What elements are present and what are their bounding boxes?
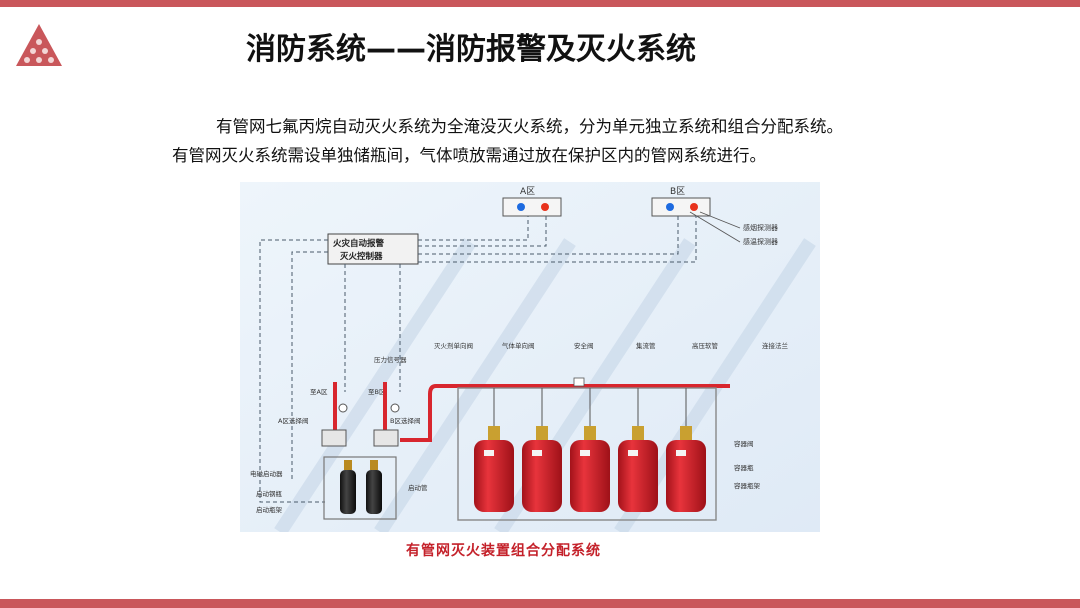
diagram-caption: 有管网灭火装置组合分配系统: [406, 543, 601, 559]
top-label-1: 气体单向阀: [502, 341, 535, 350]
starter-rack: [323, 456, 397, 520]
paragraph-line-1: 有管网七氟丙烷自动灭火系统为全淹没灭火系统，分为单元独立系统和组合分配系统。: [216, 117, 843, 136]
left-label-2: 启动瓶架: [256, 505, 283, 514]
valve-b-label: B区选择阀: [390, 416, 420, 425]
zone-a-label: A区: [520, 186, 535, 197]
red-detector-dot-icon: [690, 203, 698, 211]
right-label-0: 容器阀: [734, 439, 754, 448]
top-label-5: 连接法兰: [762, 341, 789, 350]
left-label-1: 启动钢瓶: [256, 489, 283, 498]
to-a-label: 至A区: [310, 388, 328, 396]
temp-detector-label: 感温探测器: [743, 237, 778, 246]
valve-a-label: A区选择阀: [278, 416, 308, 425]
top-label-4: 高压软管: [692, 341, 719, 350]
zone-b-box: [651, 197, 711, 217]
pressure-signal-label: 压力信号器: [374, 355, 407, 364]
right-label-1: 容器瓶: [734, 463, 754, 472]
red-cylinder: [666, 440, 706, 512]
top-label-2: 安全阀: [574, 341, 594, 350]
starter-bottle: [366, 470, 382, 514]
signal-lines: [259, 216, 697, 503]
red-cylinder: [618, 440, 658, 512]
controller-label-line1: 火灾自动报警: [333, 238, 385, 249]
right-label-2: 容器瓶架: [734, 481, 761, 490]
red-cylinder: [570, 440, 610, 512]
to-b-label: 至B区: [368, 388, 386, 396]
smoke-detector-label: 感烟探测器: [743, 223, 778, 232]
blue-detector-dot-icon: [666, 203, 674, 211]
start-pipe-label: 启动管: [408, 483, 428, 492]
red-pipes: [333, 382, 730, 442]
alarm-controller-box: [327, 233, 419, 265]
red-triangle-logo-icon: [16, 24, 62, 66]
selector-valve-a: [321, 429, 347, 447]
red-cylinder: [474, 440, 514, 512]
cylinder-group: [474, 388, 706, 512]
red-cylinder: [522, 440, 562, 512]
cylinder-rack: [457, 387, 717, 521]
top-label-3: 集流管: [636, 341, 656, 350]
intro-paragraph: 有管网七氟丙烷自动灭火系统为全淹没灭火系统，分为单元独立系统和组合分配系统。 有…: [172, 112, 932, 170]
zone-b-label: B区: [670, 186, 685, 197]
blue-detector-dot-icon: [517, 203, 525, 211]
fire-system-diagram: A区 B区 感烟探测器 感温探测器 火灾自动报警 灭火控制器 灭火剂单向阀 气体…: [240, 182, 820, 532]
left-label-0: 电磁启动器: [250, 469, 283, 478]
starter-bottle: [340, 470, 356, 514]
red-detector-dot-icon: [541, 203, 549, 211]
top-label-0: 灭火剂单向阀: [434, 341, 473, 350]
paragraph-line-2: 有管网灭火系统需设单独储瓶间，气体喷放需通过放在保护区内的管网系统进行。: [172, 146, 766, 165]
top-accent-bar: [0, 0, 1080, 7]
zone-a-box: [502, 197, 562, 217]
selector-valve-b: [373, 429, 399, 447]
controller-label-line2: 灭火控制器: [339, 251, 383, 262]
bottom-accent-bar: [0, 599, 1080, 608]
page-title: 消防系统——消防报警及灭火系统: [246, 32, 696, 67]
